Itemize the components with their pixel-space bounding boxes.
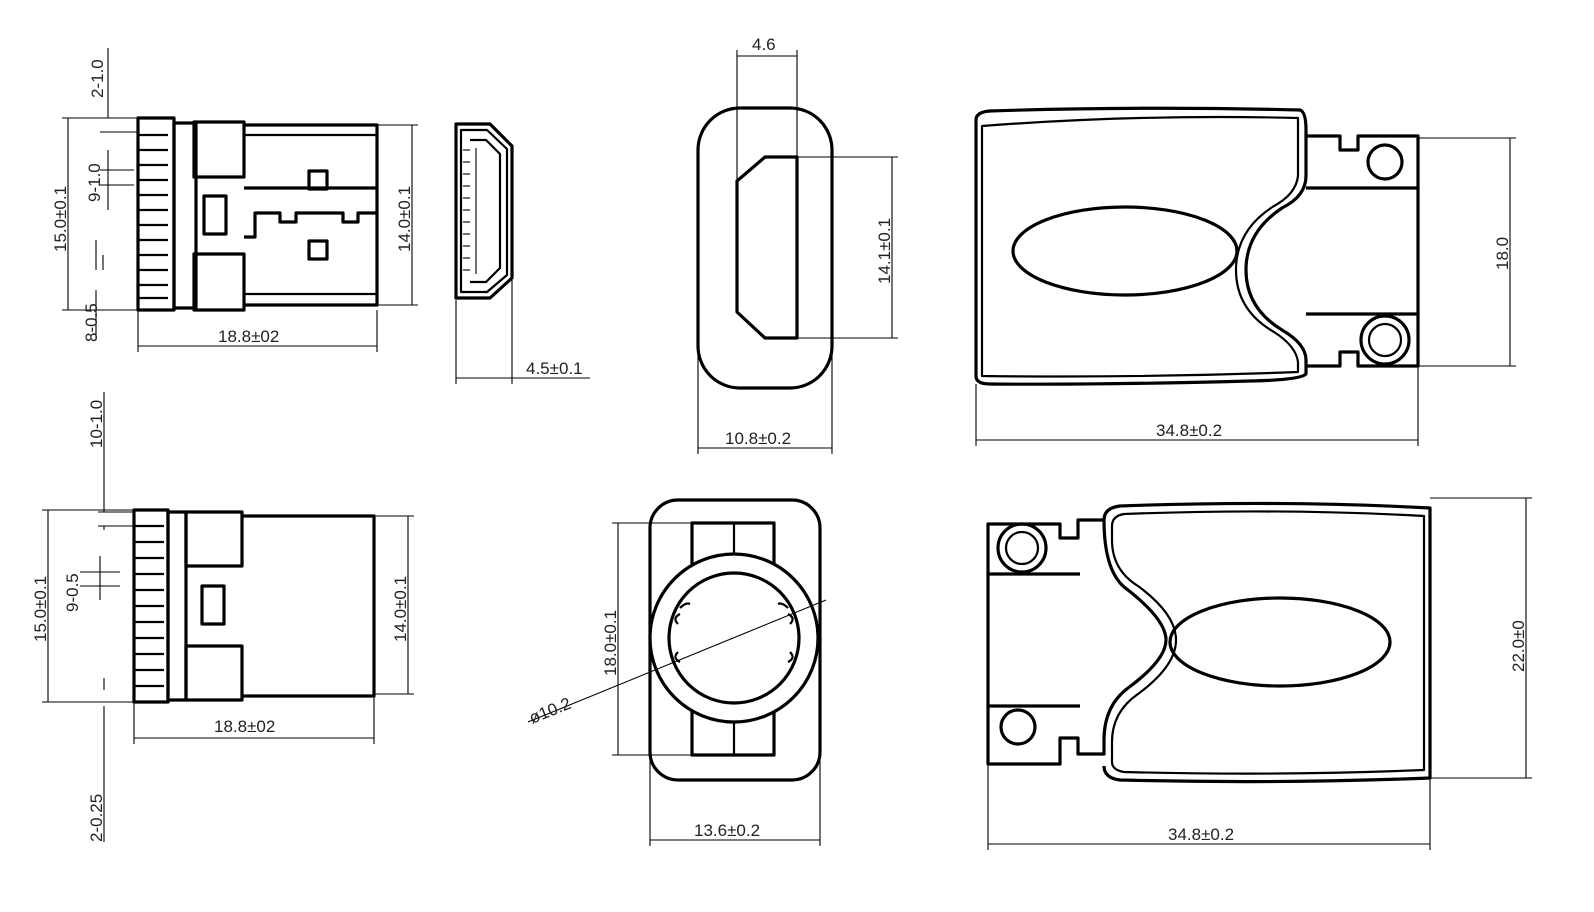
dim-v2-length: 18.8±02 <box>214 717 275 736</box>
connector-side-view-top: 2-1.0 9-1.0 15.0±0.1 8-0.5 18.8±02 14.0±… <box>51 48 418 352</box>
dim-rear-height: 18.0±0.1 <box>601 610 620 676</box>
dim-bottom-length: 34.8±0.2 <box>1168 825 1234 844</box>
dim-v1-right-height: 14.0±0.1 <box>395 186 414 252</box>
housing-top-view: 18.0 34.8±0.2 <box>974 106 1516 446</box>
dim-v2-top-gap: 10-1.0 <box>87 400 106 448</box>
dim-v1-top-gap: 2-1.0 <box>88 59 107 98</box>
dim-v1-pitch: 9-1.0 <box>85 163 104 202</box>
dim-top-height: 18.0 <box>1493 237 1512 270</box>
dim-front-slot-height: 14.1±0.1 <box>875 218 894 284</box>
rear-cable-view: 18.0±0.1 ø10.2 13.6±0.2 <box>526 498 827 846</box>
dim-rear-diameter: ø10.2 <box>526 694 573 728</box>
connector-profile-view: 4.5±0.1 <box>454 122 590 384</box>
dim-v1-length: 18.8±02 <box>218 327 279 346</box>
dim-v2-height: 15.0±0.1 <box>31 576 50 642</box>
front-socket-view: 4.6 14.1±0.1 10.8±0.2 <box>696 35 898 454</box>
dim-v2-pitch: 9-0.5 <box>63 573 82 612</box>
housing-bottom-view: 22.0±0 34.8±0.2 <box>986 497 1532 850</box>
dim-rear-width: 13.6±0.2 <box>694 821 760 840</box>
dim-v2-bottom-gap: 2-0.25 <box>87 794 106 842</box>
dim-bottom-height: 22.0±0 <box>1509 620 1528 672</box>
dim-side-thickness: 4.5±0.1 <box>526 359 583 378</box>
dim-v2-right-height: 14.0±0.1 <box>391 576 410 642</box>
dim-front-slot-width: 4.6 <box>752 35 776 54</box>
dim-front-width: 10.8±0.2 <box>725 429 791 448</box>
dim-v1-bottom-gap: 8-0.5 <box>82 303 101 342</box>
dim-top-length: 34.8±0.2 <box>1156 421 1222 440</box>
connector-side-view-bottom: 10-1.0 15.0±0.1 9-0.5 14.0±0.1 18.8±02 2… <box>31 392 414 842</box>
dim-v1-height: 15.0±0.1 <box>51 186 70 252</box>
